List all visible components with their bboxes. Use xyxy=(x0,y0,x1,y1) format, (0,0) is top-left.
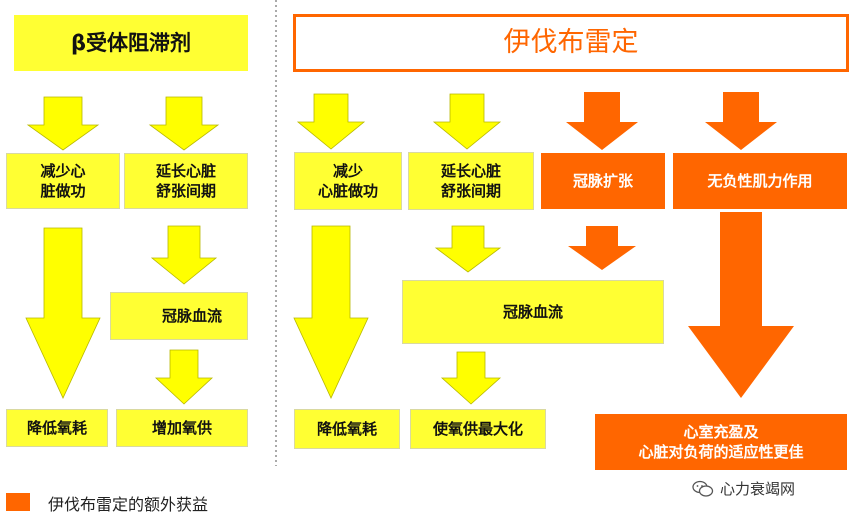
right-box-reduce-o2: 降低氧耗 xyxy=(294,409,400,449)
right-panel-title: 伊伐布雷定 xyxy=(293,14,849,72)
orange-down-arrow xyxy=(566,92,638,150)
right-box-prolong-diastole: 延长心脏 舒张间期 xyxy=(408,152,534,210)
down-arrow xyxy=(434,225,502,273)
down-arrow xyxy=(432,93,502,150)
down-arrow xyxy=(154,349,214,405)
right-box-maximize-supply: 使氧供最大化 xyxy=(410,409,546,449)
left-box-reduce-work: 减少心 脏做功 xyxy=(6,153,120,209)
right-box-reduce-work: 减少 心脏做功 xyxy=(294,152,402,210)
watermark: 心力衰竭网 xyxy=(692,478,795,499)
down-arrow xyxy=(26,96,100,151)
legend-swatch xyxy=(6,493,30,511)
down-arrow xyxy=(148,96,220,151)
orange-down-arrow xyxy=(568,226,636,270)
right-box-ventricular-filling: 心室充盈及 心脏对负荷的适应性更佳 xyxy=(594,413,848,471)
left-box-prolong-diastole: 延长心脏 舒张间期 xyxy=(124,153,248,209)
watermark-text: 心力衰竭网 xyxy=(720,480,796,498)
down-arrow xyxy=(296,93,366,150)
right-box-coronary-dilation: 冠脉扩张 xyxy=(540,152,666,210)
right-box-no-negative-inotropy: 无负性肌力作用 xyxy=(672,152,848,210)
left-box-coronary-flow: 冠脉血流 xyxy=(110,292,248,340)
right-box-coronary-flow: 冠脉血流 xyxy=(402,280,664,344)
down-arrow xyxy=(150,225,218,285)
down-arrow xyxy=(293,225,369,399)
left-box-reduce-o2: 降低氧耗 xyxy=(6,409,108,447)
down-arrow xyxy=(440,351,502,405)
legend-label: 伊伐布雷定的额外获益 xyxy=(48,495,209,514)
orange-down-arrow xyxy=(688,212,794,398)
left-panel-title: β受体阻滞剂 xyxy=(14,15,248,71)
left-box-increase-supply: 增加氧供 xyxy=(116,409,248,447)
wechat-icon xyxy=(692,480,714,497)
orange-down-arrow xyxy=(705,92,777,150)
down-arrow xyxy=(25,227,101,399)
